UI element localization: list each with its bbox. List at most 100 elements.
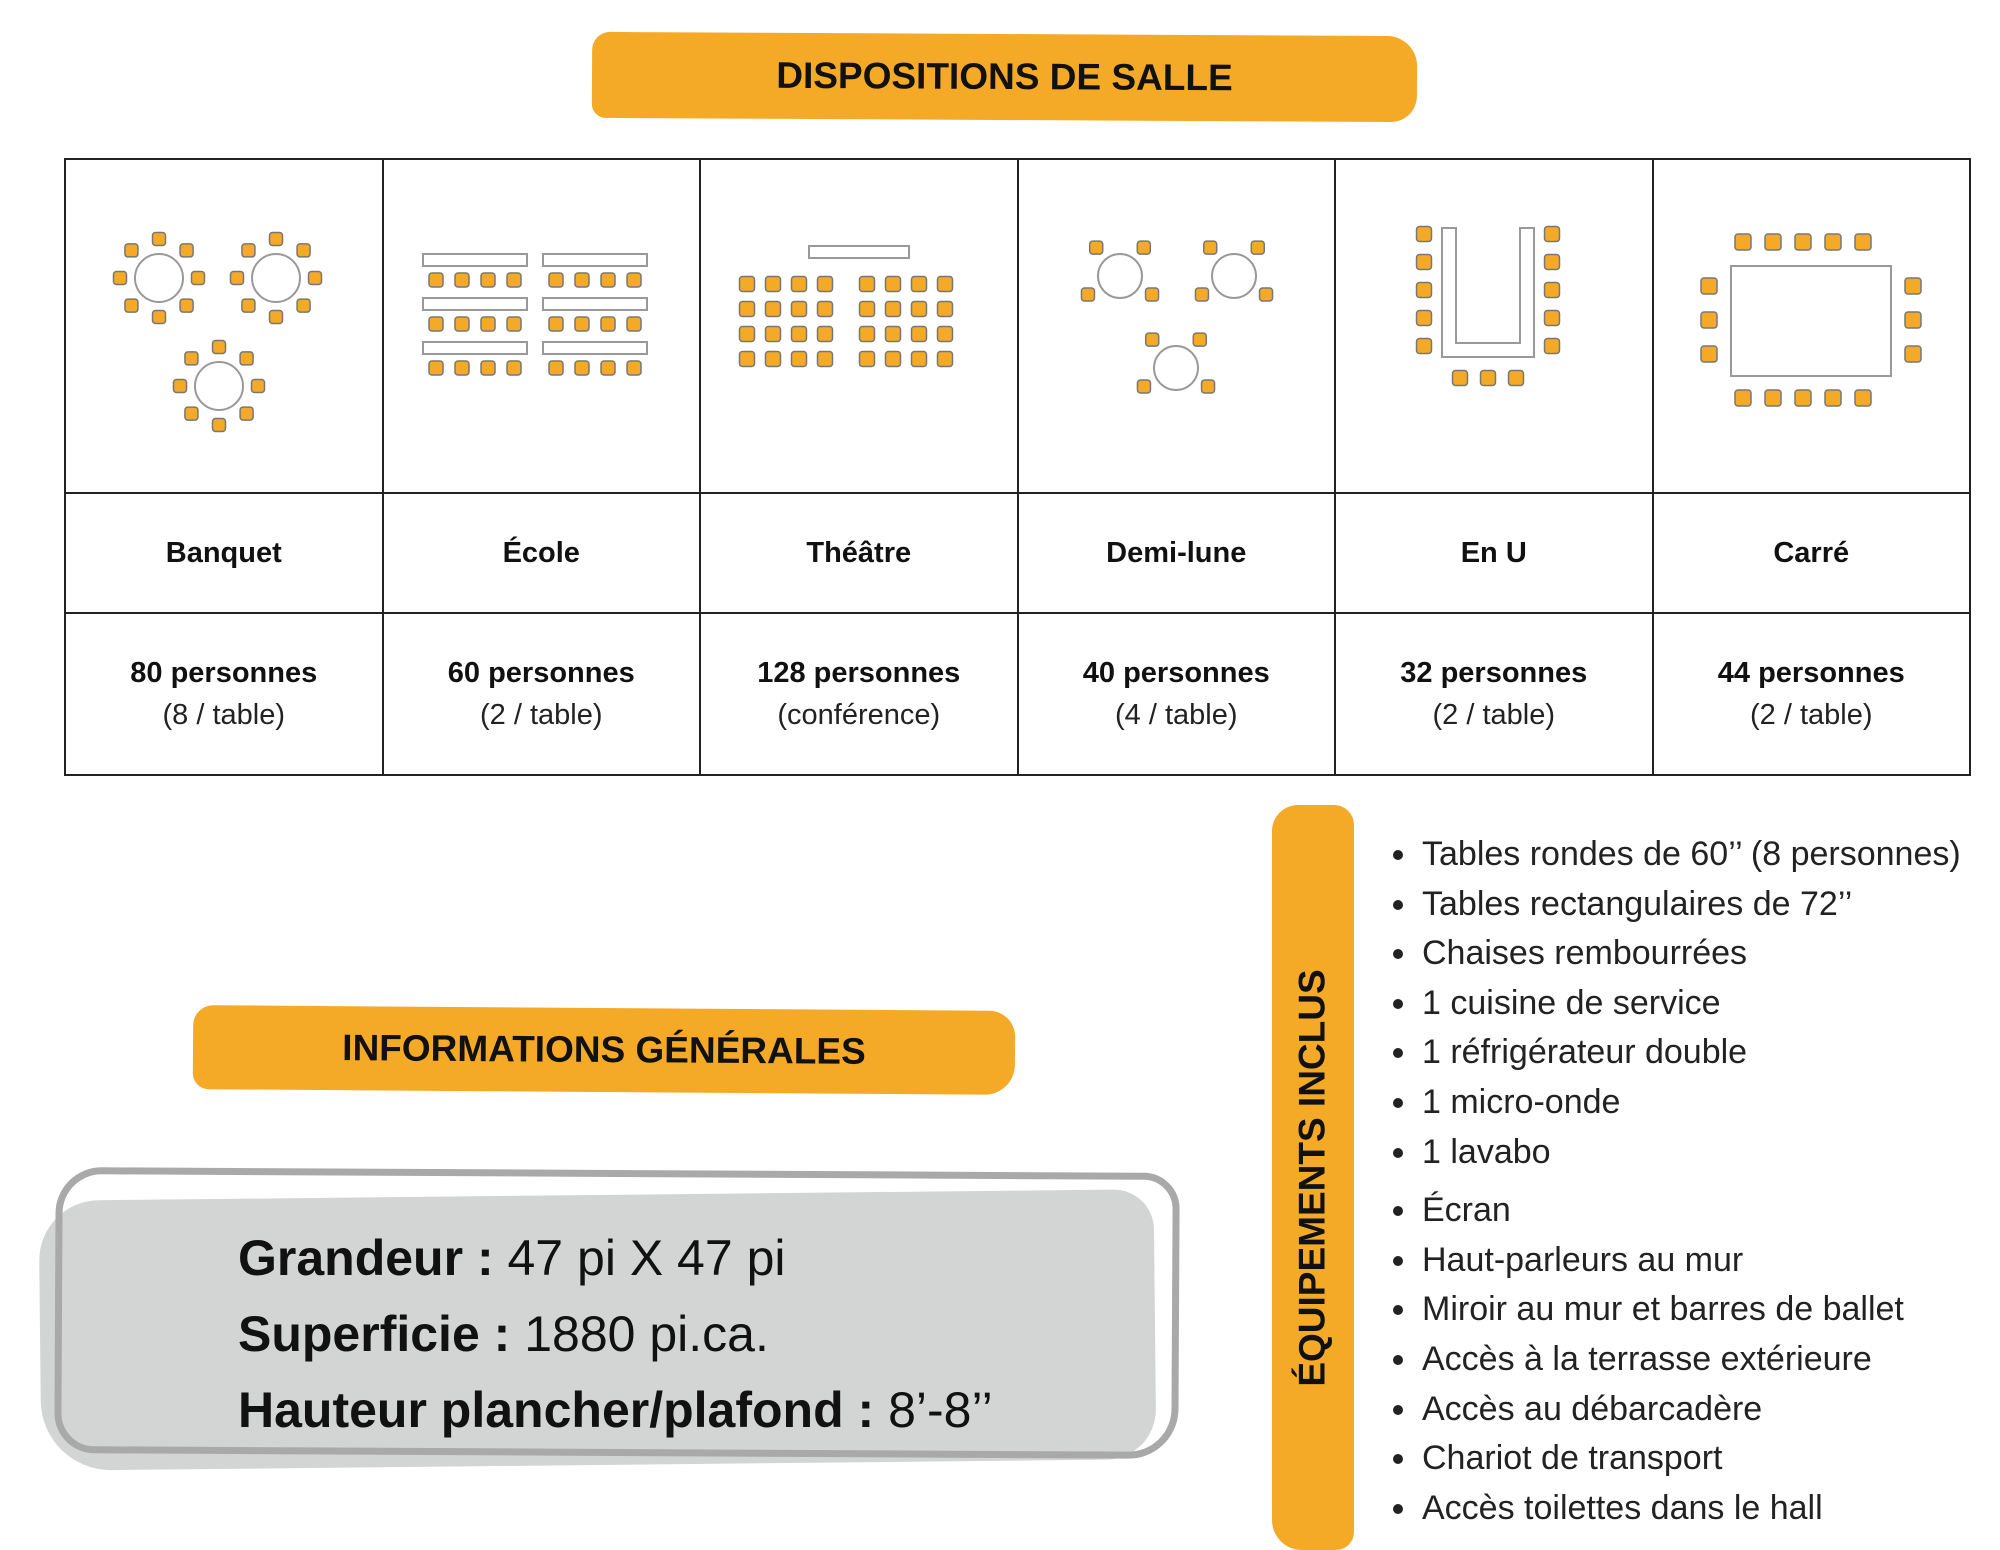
- chair-icon: [151, 309, 166, 325]
- equipment-item: 1 micro-onde: [1420, 1078, 2000, 1128]
- equipment-item: Haut-parleurs au mur: [1420, 1236, 2000, 1286]
- chair-icon: [211, 339, 226, 355]
- half-moon-layout-icon: [1080, 240, 1274, 394]
- chair-icon: [1904, 345, 1922, 363]
- chair-icon: [1734, 233, 1752, 251]
- dispositions-title: DISPOSITIONS DE SALLE: [776, 54, 1233, 99]
- chair-icon: [1415, 253, 1432, 271]
- chair-icon: [454, 316, 470, 332]
- chair-icon: [268, 309, 283, 325]
- chair-icon: [626, 272, 642, 288]
- chair-icon: [1543, 337, 1560, 355]
- chair-icon: [858, 300, 875, 318]
- chair-icon: [790, 350, 807, 368]
- chair-icon: [296, 298, 311, 313]
- layout-name: Théâtre: [699, 492, 1019, 614]
- chair-icon: [506, 316, 522, 332]
- chair-icon: [1507, 369, 1524, 387]
- chair-icon: [1764, 389, 1782, 407]
- layout-icon-cell: [1334, 158, 1654, 494]
- chair-icon: [428, 272, 444, 288]
- layout-name: Carré: [1651, 492, 1971, 614]
- chair-icon: [480, 360, 496, 376]
- table-icon: [422, 297, 529, 311]
- chair-icon: [600, 316, 616, 332]
- info-size: Grandeur : 47 pi X 47 pi: [238, 1220, 993, 1296]
- general-info-box: Grandeur : 47 pi X 47 pi Superficie : 18…: [38, 1165, 1180, 1471]
- layout-icons-row: [64, 158, 1971, 494]
- layout-names-row: Banquet École Théâtre Demi-lune En U Car…: [64, 492, 1971, 614]
- chair-icon: [250, 378, 265, 394]
- chair-icon: [936, 325, 953, 343]
- chair-icon: [790, 275, 807, 293]
- banquet-layout-icon: [112, 231, 322, 433]
- chair-icon: [816, 275, 833, 293]
- table-icon: [542, 253, 649, 267]
- capacity-count: 128 personnes: [757, 657, 961, 689]
- equipment-item: Chaises rembourrées: [1420, 929, 2000, 979]
- chair-icon: [738, 300, 755, 318]
- chair-icon: [910, 275, 927, 293]
- chair-icon: [1201, 379, 1216, 394]
- chair-icon: [123, 298, 139, 313]
- chair-icon: [936, 275, 953, 293]
- chair-icon: [936, 300, 953, 318]
- chair-icon: [626, 360, 642, 376]
- chair-icon: [1543, 281, 1560, 299]
- chair-icon: [1203, 240, 1218, 255]
- chair-icon: [884, 275, 901, 293]
- chair-icon: [910, 325, 927, 343]
- chair-icon: [1192, 332, 1208, 347]
- chair-icon: [1080, 287, 1096, 302]
- layout-capacity-row: 80 personnes(8 / table) 60 personnes(2 /…: [64, 612, 1971, 776]
- info-label: Superficie :: [238, 1306, 511, 1362]
- round-table-icon: [1211, 253, 1258, 299]
- round-table-icon: [1153, 345, 1200, 391]
- equipment-item: Tables rectangulaires de 72’’: [1420, 880, 2000, 930]
- chair-icon: [738, 325, 755, 343]
- u-table-icon: [1440, 227, 1535, 358]
- dispositions-title-banner: DISPOSITIONS DE SALLE: [591, 31, 1418, 123]
- chair-icon: [480, 316, 496, 332]
- chair-icon: [183, 406, 199, 421]
- chair-icon: [1824, 389, 1842, 407]
- equipements-title: ÉQUIPEMENTS INCLUS: [1292, 968, 1334, 1387]
- table-icon: [422, 253, 529, 267]
- info-value: 8’-8’’: [888, 1382, 993, 1438]
- chair-icon: [548, 272, 564, 288]
- chair-icon: [1904, 277, 1922, 295]
- chair-icon: [574, 272, 590, 288]
- chair-icon: [211, 417, 226, 433]
- chair-icon: [816, 350, 833, 368]
- chair-icon: [858, 350, 875, 368]
- chair-icon: [240, 243, 256, 258]
- square-layout-icon: [1700, 233, 1922, 407]
- chair-icon: [600, 272, 616, 288]
- layout-capacity-cell: 80 personnes(8 / table): [64, 612, 384, 776]
- chair-icon: [1734, 389, 1752, 407]
- chair-icon: [1700, 277, 1718, 295]
- info-area: Superficie : 1880 pi.ca.: [238, 1296, 993, 1372]
- round-table-icon: [133, 253, 184, 303]
- chair-icon: [1700, 345, 1718, 363]
- chair-icon: [506, 272, 522, 288]
- chair-icon: [858, 275, 875, 293]
- equipment-item: Accès toilettes dans le hall: [1420, 1484, 2000, 1534]
- chair-icon: [548, 316, 564, 332]
- chair-icon: [884, 300, 901, 318]
- capacity-count: 80 personnes: [130, 657, 318, 689]
- round-table-icon: [1097, 253, 1144, 299]
- chair-icon: [239, 351, 254, 366]
- chair-icon: [816, 325, 833, 343]
- chair-icon: [1794, 389, 1812, 407]
- capacity-detail: (2 / table): [1750, 699, 1873, 731]
- layout-icon-cell: [1651, 158, 1971, 494]
- chair-icon: [884, 350, 901, 368]
- chair-icon: [910, 350, 927, 368]
- capacity-detail: (conférence): [777, 699, 941, 731]
- room-layouts-table: Banquet École Théâtre Demi-lune En U Car…: [64, 158, 1971, 776]
- chair-icon: [790, 300, 807, 318]
- chair-icon: [1415, 337, 1432, 355]
- chair-icon: [296, 243, 311, 258]
- chair-icon: [884, 325, 901, 343]
